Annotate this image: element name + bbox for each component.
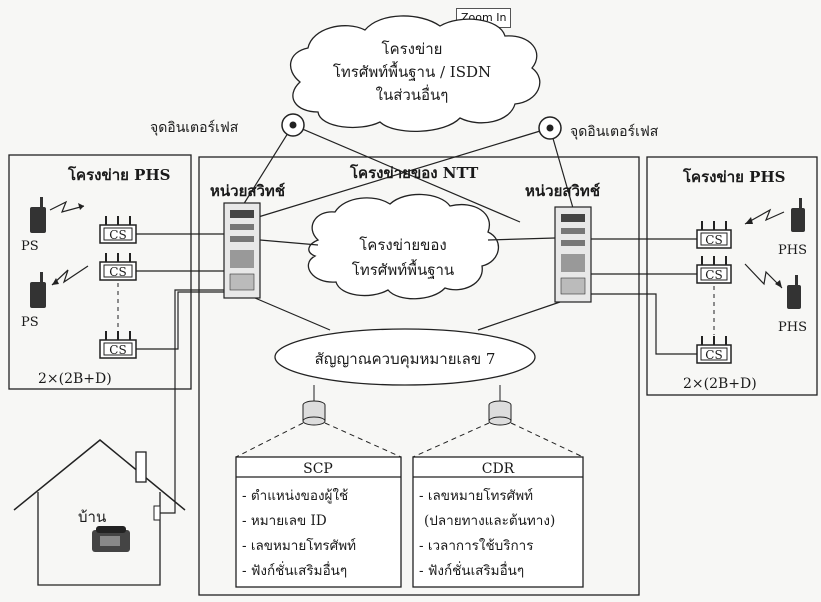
switch-label-right: หน่วยสวิทช์ (525, 182, 600, 200)
switch-unit-right-icon (554, 206, 592, 303)
scp-title: SCP (303, 461, 333, 477)
cs-base-station-icon: CS (99, 253, 137, 281)
terminal-label: PHS (778, 243, 807, 258)
cs-label: CS (109, 343, 126, 357)
top-cloud-line3: ในส่วนอื่นๆ (376, 84, 449, 104)
cs-base-station-icon: CS (696, 221, 732, 249)
terminal-label: PS (21, 239, 39, 254)
signaling-network (274, 328, 536, 386)
cs-label: CS (705, 348, 722, 362)
phs-left-interface: 2×(2B+D) (38, 371, 112, 387)
house-icon (13, 439, 186, 586)
cs-base-station-icon: CS (696, 256, 732, 284)
switch-unit-left-icon (223, 202, 261, 299)
cs-label: CS (109, 228, 126, 242)
handset-icon (787, 275, 801, 309)
handset-icon (791, 198, 805, 232)
ntt-network-label: โครงข่ายของ NTT (349, 163, 479, 182)
top-cloud (290, 15, 541, 132)
cs-base-station-icon: CS (99, 331, 137, 359)
interface-label-left: จุดอินเตอร์เฟส (150, 119, 239, 136)
handset-icon (30, 197, 46, 233)
cdr-item: - ฟังก์ชั่นเสริมอื่นๆ (419, 561, 524, 579)
scp-box: SCP - ตำแหน่งของผู้ใช้ - หมายเลข ID - เล… (235, 456, 402, 588)
interface-point-right-icon (538, 116, 562, 140)
cdr-box: CDR - เลขหมายโทรศัพท์ (ปลายทางและต้นทาง)… (412, 456, 584, 588)
center-cloud-line2: โทรศัพท์พื้นฐาน (352, 259, 454, 279)
cdr-database-icon (488, 385, 512, 426)
desk-phone-icon (92, 526, 130, 552)
ntt-network-box (198, 156, 640, 596)
phs-right-interface: 2×(2B+D) (683, 376, 757, 392)
scp-item: - หมายเลข ID (242, 513, 327, 529)
cs-label: CS (705, 233, 722, 247)
interface-label-right: จุดอินเตอร์เฟส (570, 123, 659, 140)
scp-database-icon (302, 385, 326, 426)
cdr-title: CDR (482, 461, 515, 477)
phs-left-title: โครงข่าย PHS (67, 165, 170, 184)
scp-item: - ฟังก์ชั่นเสริมอื่นๆ (242, 561, 347, 579)
cs-base-station-icon: CS (99, 216, 137, 244)
scp-item: - ตำแหน่งของผู้ใช้ (242, 487, 348, 504)
cdr-item: - เลขหมายโทรศัพท์ (419, 487, 533, 504)
switch-label-left: หน่วยสวิทช์ (210, 182, 285, 200)
cs-base-station-icon: CS (696, 336, 732, 364)
cdr-item: (ปลายทางและต้นทาง) (424, 513, 555, 529)
center-cloud-line1: โครงข่ายของ (359, 236, 447, 254)
cdr-item: - เวลาการใช้บริการ (419, 537, 534, 554)
top-cloud-line1: โครงข่าย (382, 40, 443, 58)
phs-network-right-box (646, 156, 818, 396)
cs-label: CS (705, 268, 722, 282)
signaling-label: สัญญาณควบคุมหมายเลข 7 (315, 350, 496, 369)
scp-item: - เลขหมายโทรศัพท์ (242, 537, 356, 554)
terminal-label: PS (21, 315, 39, 330)
terminal-label: PHS (778, 320, 807, 335)
handset-icon (30, 272, 46, 308)
phs-right-title: โครงข่าย PHS (682, 167, 785, 186)
house-label: บ้าน (78, 508, 106, 526)
top-cloud-line2: โทรศัพท์พื้นฐาน / ISDN (333, 61, 491, 81)
interface-point-left-icon (281, 113, 305, 137)
cs-label: CS (109, 265, 126, 279)
phs-network-left-box (8, 154, 192, 390)
center-cloud (307, 193, 499, 300)
